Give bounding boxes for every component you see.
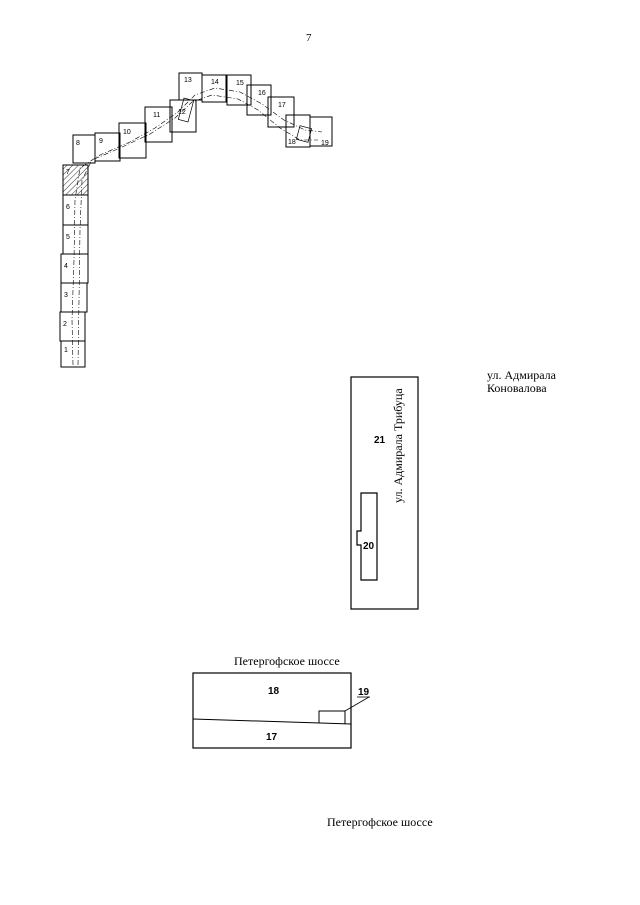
road-label-bottom: Петергофское шоссе: [327, 815, 433, 829]
parcel-5-label: 5: [66, 234, 70, 241]
road-label-top: Петергофское шоссе: [234, 654, 340, 668]
plot-divider-line: [192, 718, 352, 725]
building-block-17-18: Петергофское шоссе 18 19 17: [192, 654, 370, 749]
plot-21-label: 21: [374, 435, 386, 446]
street-label-konovalova-line-1: ул. Адмирала: [487, 368, 556, 382]
plot-19-label: 19: [358, 687, 370, 698]
parcel-10-label: 10: [123, 129, 131, 136]
parcel-12-outline: [169, 99, 197, 133]
parcel-16-outline: [246, 84, 272, 116]
page-number: 7: [306, 32, 312, 44]
plot-19-outline: [318, 710, 346, 724]
parcel-15-label: 15: [236, 80, 244, 87]
parcel-9-label: 9: [99, 138, 103, 145]
plot-21-outline: [350, 376, 419, 610]
parcel-8-label: 8: [76, 140, 80, 147]
parcel-14-outline: [201, 74, 227, 103]
route-line-2: [77, 94, 318, 366]
parcel-17-label: 17: [278, 102, 286, 109]
street-label-tributsa: ул. Адмирала Трибуца: [391, 388, 405, 503]
parcel-10-outline: [118, 122, 147, 159]
parcel-4-label: 4: [64, 263, 68, 270]
plot-18-label: 18: [268, 686, 280, 697]
parcel-9-outline: [94, 132, 121, 162]
route-line-1: [71, 87, 323, 366]
parcel-18-label: 18: [288, 139, 296, 146]
inner-structure-2: [295, 125, 313, 143]
parcel-3-label: 3: [64, 292, 68, 299]
plot-20-outline: [356, 492, 378, 581]
parcel-19-outline: [309, 116, 333, 147]
parcel-2-label: 2: [63, 321, 67, 328]
plot-19-leader-line: [344, 696, 370, 712]
parcel-13-label: 13: [184, 77, 192, 84]
parcel-11-label: 11: [153, 112, 160, 119]
parcel-15-outline: [226, 74, 252, 106]
parcel-17-outline: [267, 96, 295, 128]
street-label-konovalova-line-2: Коновалова: [487, 381, 547, 395]
parcel-14-label: 14: [211, 79, 219, 86]
inner-structure-1: [177, 97, 195, 123]
building-block-21: 21 20 ул. Адмирала Трибуца: [350, 376, 419, 610]
parcel-1-label: 1: [64, 347, 68, 354]
parcel-11-outline: [144, 106, 173, 143]
plot-17-label: 17: [266, 732, 278, 743]
parcel-7-label: 7: [66, 169, 70, 176]
street-label-konovalova: ул. Адмирала Коновалова: [487, 369, 556, 395]
parcel-7-outline: [62, 164, 89, 196]
parcel-16-label: 16: [258, 90, 266, 97]
parcel-19-label: 19: [321, 140, 329, 147]
plot-17-18-outline: [192, 672, 352, 749]
plot-20-label: 20: [363, 541, 375, 552]
parcel-12-label: 12: [178, 109, 186, 116]
parcel-6-label: 6: [66, 204, 70, 211]
